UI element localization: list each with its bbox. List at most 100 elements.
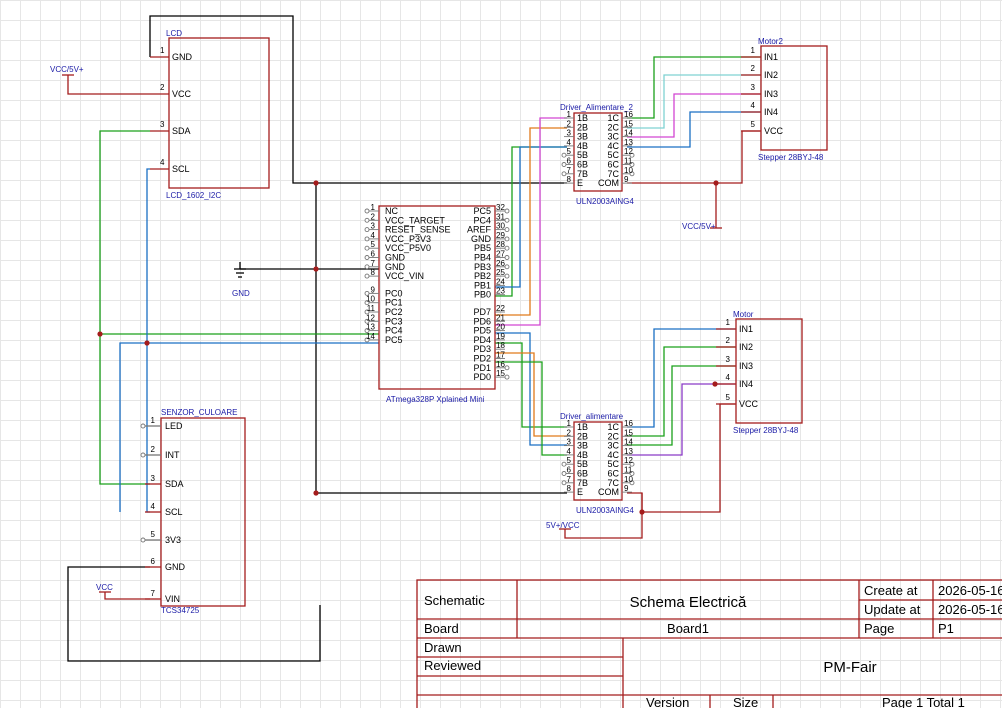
driver-bottom-pin-num: 12 [624,456,633,465]
driver-bottom-pin-ring [561,461,567,467]
tb-title: Schema Electrică [630,594,747,611]
mcu-right-pin-label: PC4 [473,215,491,225]
motor-top-pin-num: 5 [751,120,756,129]
motor-top-pin-label: IN1 [764,52,778,62]
motor-bottom-name: Motor [733,310,754,319]
driver-bottom-pin-num: 10 [624,475,633,484]
junction-sda [97,331,103,337]
lcd-pin-num: 1 [160,46,165,55]
driver-top-pin-label: 4B [577,141,588,151]
sensor-pin-ring [140,537,146,543]
tb-board: Board1 [667,621,709,636]
wire-bot-com [627,403,735,513]
motor-bottom-body [735,318,803,424]
driver-top-pin-label: 3B [577,132,588,142]
driver-top-pin-label: 7C [607,169,619,179]
mcu-left-pin-label: PC0 [385,288,403,298]
mcu-right-pin-num: 26 [496,259,505,268]
motor-bottom-pin-num: 3 [726,355,731,364]
tb-size: Size [733,695,758,708]
mcu-right-pin-num: 15 [496,369,505,378]
tb-updated-label: Update at [864,602,921,617]
driver-bottom-pin-ring [629,461,635,467]
mcu-left-pin-ring [364,236,370,242]
driver-top-pin-label: 6B [577,160,588,170]
mcu-right-pin-label: PB3 [474,262,491,272]
tb-page: P1 [938,621,954,636]
driver-top-pin-label: 1B [577,113,588,123]
driver-bottom-pin-label: 6B [577,469,588,479]
sensor-pin-label: GND [165,562,186,572]
motor-bottom-pin-num: 4 [726,373,731,382]
driver-bottom-pin-label: 1B [577,422,588,432]
mcu-left-pin-num: 5 [371,240,376,249]
mcu-right-pin-label: PB0 [474,290,491,300]
wire-sensor-vin [104,592,150,600]
driver-top-pin-num: 6 [567,157,572,166]
driver-bottom-pin-num: 16 [624,419,633,428]
mcu-left-pin-ring [364,245,370,251]
driver-bottom-pin-label: 6C [607,469,619,479]
mcu-right-pin-label: PB5 [474,243,491,253]
sensor-pin-label: SDA [165,479,184,489]
net-vcc5v: VCC/5V+ [50,65,84,74]
mcu-right-pin-label: PB2 [474,271,491,281]
driver-top-pin-num: 14 [624,129,633,138]
driver-top-pin-num: 10 [624,166,633,175]
motor-top-pin-num: 2 [751,64,756,73]
mcu-right-pin-num: 28 [496,240,505,249]
driver-bottom-pin-ring [561,480,567,486]
motor-top-name: Motor2 [758,37,783,46]
driver-bottom-pin-num: 7 [567,475,572,484]
lcd-body [168,37,270,189]
driver-bottom-pin-num: 3 [567,438,572,447]
mcu-right-pin-num: 21 [496,313,505,322]
mcu-left-pin-label: PC2 [385,307,403,317]
driver-bottom-pin-num: 13 [624,447,633,456]
driver-top-pin-num: 7 [567,166,572,175]
mcu-left-pin-num: 3 [371,222,376,231]
driver-top-pin-num: 15 [624,119,633,128]
sensor-name: SENZOR_CULOARE [161,408,237,417]
tb-created-label: Create at [864,583,918,598]
driver-bottom-pin-num: 8 [567,484,572,493]
tb-created: 2026-05-16 [938,583,1002,598]
junction-gnd-bottom [313,490,319,496]
driver-bottom-pin-label: 2C [607,431,619,441]
tb-version: Version [646,695,689,708]
mcu-right-pin-num: 23 [496,287,505,296]
driver-bottom-pin-ring [561,471,567,476]
mcu-left-pin-num: 10 [366,295,375,304]
lcd-part: LCD_1602_I2C [166,191,221,200]
driver-bottom-pin-label: COM [598,487,619,497]
driver-top-pin-num: 2 [567,119,572,128]
driver-top-pin-label: 4C [607,141,619,151]
mcu-right-pin-label: AREF [467,225,492,235]
wire-scl-mcu [119,342,379,512]
driver-top-pin-num: 11 [624,157,633,166]
mcu-left-pin-label: PC1 [385,298,403,308]
sensor-pin-ring [140,423,146,429]
mcu-left-pin-ring [364,208,370,214]
wire-top-2c [627,74,760,129]
mcu-left-pin-label: VCC_P5V0 [385,243,431,253]
mcu-left-pin-num: 4 [371,231,376,240]
driver-top-pin-label: 2C [607,122,619,132]
mcu-right-pin-ring [504,217,510,223]
mcu-left-pin-label: PC4 [385,326,403,336]
mcu-right-pin-ring [504,374,510,380]
junction-vcc-top [713,180,719,186]
mcu-left-pin-label: GND [385,253,406,263]
wire-pb1 [495,146,567,288]
driver-top-pin-num: 8 [567,175,572,184]
driver-bottom-pin-label: 5B [577,459,588,469]
mcu-left-pin-label: VCC_P3V3 [385,234,431,244]
motor-top-pin-label: IN4 [764,107,778,117]
tb-schematic: Schematic [424,593,485,608]
mcu-right-pin-label: PD1 [473,363,491,373]
mcu-right-pin-num: 18 [496,341,505,350]
lcd-pin-num: 3 [160,120,165,129]
driver-bottom-pin-num: 6 [567,466,572,475]
driver-top-pin-num: 4 [567,138,572,147]
